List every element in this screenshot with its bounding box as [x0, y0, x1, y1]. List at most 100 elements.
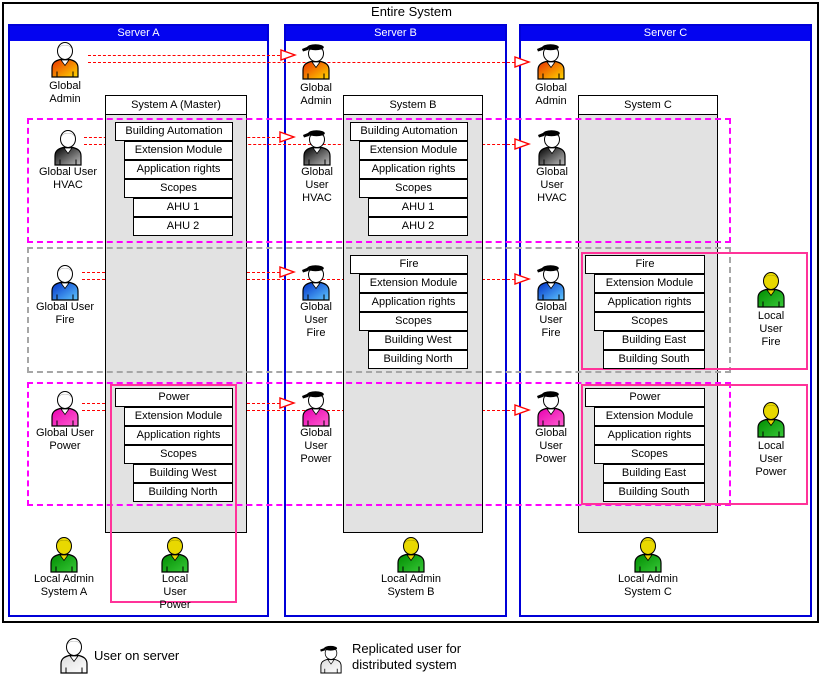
- legend-replicated-user-label: Replicated user for distributed system: [352, 641, 462, 672]
- module-box: Application rights: [124, 426, 233, 445]
- entire-system-frame: [2, 2, 819, 623]
- module-box: Scopes: [359, 179, 468, 198]
- module-box: Building West: [368, 331, 468, 350]
- module-box: Scopes: [124, 445, 233, 464]
- legend-replicated-user-icon: [317, 644, 345, 674]
- arrowhead-power-a-b: [279, 397, 296, 409]
- global-user-power-replicated-icon-server-b: [298, 389, 334, 427]
- module-box: Building Automation: [350, 122, 468, 141]
- local-user-fire-icon-server-c: [753, 270, 789, 308]
- arrowhead-power-b-c: [514, 404, 531, 416]
- module-box: Power: [115, 388, 233, 407]
- module-box: AHU 1: [368, 198, 468, 217]
- user-label: Global User HVAC: [38, 166, 98, 191]
- global-admin-replicated-icon-server-c: [533, 42, 569, 80]
- local-user-power-icon-server-c: [753, 400, 789, 438]
- local-admin-icon-server-c: [630, 535, 666, 573]
- module-box: Building North: [133, 483, 233, 502]
- highlight-power-local-server-a: [110, 384, 237, 603]
- module-box: AHU 2: [133, 217, 233, 236]
- highlight-fire-local-server-c: [581, 252, 808, 370]
- module-box: Scopes: [359, 312, 468, 331]
- global-user-power-icon-server-a: [47, 389, 83, 427]
- arrowhead-admin-a-b: [280, 49, 297, 61]
- replication-line-hvac-a-c: [84, 144, 515, 145]
- module-box: Extension Module: [124, 141, 233, 160]
- highlight-power-local-server-c: [581, 384, 808, 505]
- legend-user-on-server-label: User on server: [94, 648, 180, 663]
- module-box: Scopes: [124, 179, 233, 198]
- module-box: Building East: [603, 464, 705, 483]
- local-admin-icon-server-b: [393, 535, 429, 573]
- user-label: Local User Power: [755, 440, 787, 478]
- module-box: Fire: [585, 255, 705, 274]
- user-label: Global User Fire: [535, 301, 567, 339]
- module-box: Application rights: [594, 293, 705, 312]
- replication-line-admin-a-b: [88, 55, 280, 56]
- global-admin-icon-server-a: [47, 40, 83, 78]
- replication-line-admin-a-c: [88, 62, 515, 63]
- local-user-power-icon-server-a: [157, 535, 193, 573]
- module-box: Extension Module: [594, 274, 705, 293]
- user-label: Global User Fire: [300, 301, 332, 339]
- arrowhead-admin-b-c: [514, 56, 531, 68]
- module-box: Power: [585, 388, 705, 407]
- replication-line-fire-a-c: [82, 279, 515, 280]
- server-c-header: Server C: [521, 26, 810, 41]
- module-box: Scopes: [594, 312, 705, 331]
- arrowhead-hvac-a-b: [279, 131, 296, 143]
- user-label: Global User HVAC: [536, 166, 568, 204]
- diagram-title: Entire System: [371, 4, 452, 19]
- server-b-header: Server B: [286, 26, 505, 41]
- arrowhead-fire-b-c: [514, 273, 531, 285]
- module-box: Building East: [603, 331, 705, 350]
- module-box: AHU 1: [133, 198, 233, 217]
- user-label: Local User Power: [159, 573, 191, 611]
- user-label: Global User Power: [35, 427, 95, 452]
- fire-row-group: [27, 247, 731, 373]
- system-c-title: System C: [578, 95, 718, 115]
- user-label: Local User Fire: [757, 310, 785, 348]
- power-row-group: [27, 382, 731, 506]
- arrowhead-hvac-b-c: [514, 138, 531, 150]
- module-box: Application rights: [594, 426, 705, 445]
- module-box: Fire: [350, 255, 468, 274]
- module-box: Building West: [133, 464, 233, 483]
- user-label: Local Admin System C: [618, 573, 678, 598]
- user-label: Global Admin: [535, 82, 567, 107]
- module-box: Extension Module: [359, 274, 468, 293]
- system-a-title: System A (Master): [105, 95, 247, 115]
- module-box: Building South: [603, 483, 705, 502]
- module-box: Scopes: [594, 445, 705, 464]
- arrowhead-fire-a-b: [279, 266, 296, 278]
- user-label: Local Admin System B: [381, 573, 441, 598]
- module-box: Extension Module: [124, 407, 233, 426]
- hvac-row-group: [27, 118, 731, 243]
- global-user-fire-replicated-icon-server-c: [533, 263, 569, 301]
- module-box: Application rights: [359, 160, 468, 179]
- global-user-power-replicated-icon-server-c: [533, 389, 569, 427]
- user-label: Global User Fire: [35, 301, 95, 326]
- local-admin-icon-server-a: [46, 535, 82, 573]
- user-label: Global User Power: [535, 427, 567, 465]
- global-admin-replicated-icon-server-b: [298, 42, 334, 80]
- user-label: Global User HVAC: [301, 166, 333, 204]
- user-label: Global Admin: [300, 82, 332, 107]
- global-user-fire-icon-server-a: [47, 263, 83, 301]
- module-box: AHU 2: [368, 217, 468, 236]
- replication-line-power-a-c: [82, 410, 515, 411]
- module-box: Application rights: [359, 293, 468, 312]
- server-a-header: Server A: [10, 26, 267, 41]
- system-b-title: System B: [343, 95, 483, 115]
- module-box: Building South: [603, 350, 705, 369]
- user-label: Global Admin: [49, 80, 81, 105]
- global-user-hvac-icon-server-a: [50, 128, 86, 166]
- module-box: Application rights: [124, 160, 233, 179]
- module-box: Building North: [368, 350, 468, 369]
- global-user-fire-replicated-icon-server-b: [298, 263, 334, 301]
- legend-user-on-server-icon: [56, 636, 92, 674]
- module-box: Building Automation: [115, 122, 233, 141]
- global-user-hvac-replicated-icon-server-c: [534, 128, 570, 166]
- user-label: Global User Power: [300, 427, 332, 465]
